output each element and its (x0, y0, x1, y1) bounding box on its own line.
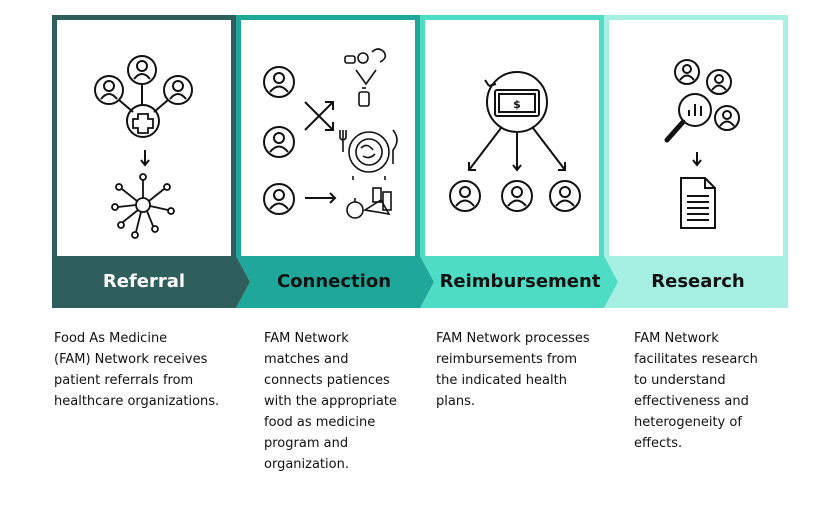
document-icon (680, 177, 716, 229)
person-icon (127, 55, 157, 85)
food-icon (344, 48, 387, 107)
panel-referral (52, 15, 236, 256)
person-icon (163, 75, 193, 105)
person-icon (714, 105, 740, 131)
research-illustration (664, 59, 740, 229)
person-icon (501, 180, 533, 212)
person-icon (263, 126, 295, 158)
groceries-icon (346, 187, 392, 219)
stage-title-research: Research (651, 271, 745, 292)
banner-segment-research (604, 256, 788, 308)
svg-text:$: $ (513, 98, 521, 111)
meal-plate-icon (339, 129, 398, 180)
person-icon (263, 183, 295, 215)
stage-description-reimbursement: FAM Network processes reimbursements fro… (436, 331, 590, 409)
person-icon (706, 69, 732, 95)
magnifier-chart-icon (664, 93, 712, 143)
reimbursement-illustration: $ (449, 71, 581, 212)
stage-description-research: FAM Network facilitates research to unde… (634, 331, 758, 451)
panel-reimbursement: $ (420, 15, 604, 256)
network-icon (111, 173, 175, 239)
stage-title-connection: Connection (276, 271, 392, 292)
stage-description-connection: FAM Network matches and connects patienc… (264, 331, 397, 472)
banner-segment-reimbursement (420, 256, 618, 308)
person-icon (674, 59, 700, 85)
connection-illustration (263, 48, 398, 219)
person-icon (263, 66, 295, 98)
person-icon (449, 180, 481, 212)
plus-hub-icon (126, 104, 160, 138)
panel-connection (236, 15, 420, 256)
person-icon (94, 75, 124, 105)
banner-segment-referral (52, 256, 250, 308)
person-icon (549, 180, 581, 212)
referral-illustration (94, 55, 193, 239)
panel-research (604, 15, 788, 256)
banner-segment-connection (236, 256, 434, 308)
stage-description-referral: Food As Medicine (FAM) Network receives … (54, 331, 220, 409)
stage-title-referral: Referral (102, 271, 186, 292)
money-refresh-icon: $ (484, 71, 548, 133)
stage-title-reimbursement: Reimbursement (439, 271, 601, 292)
